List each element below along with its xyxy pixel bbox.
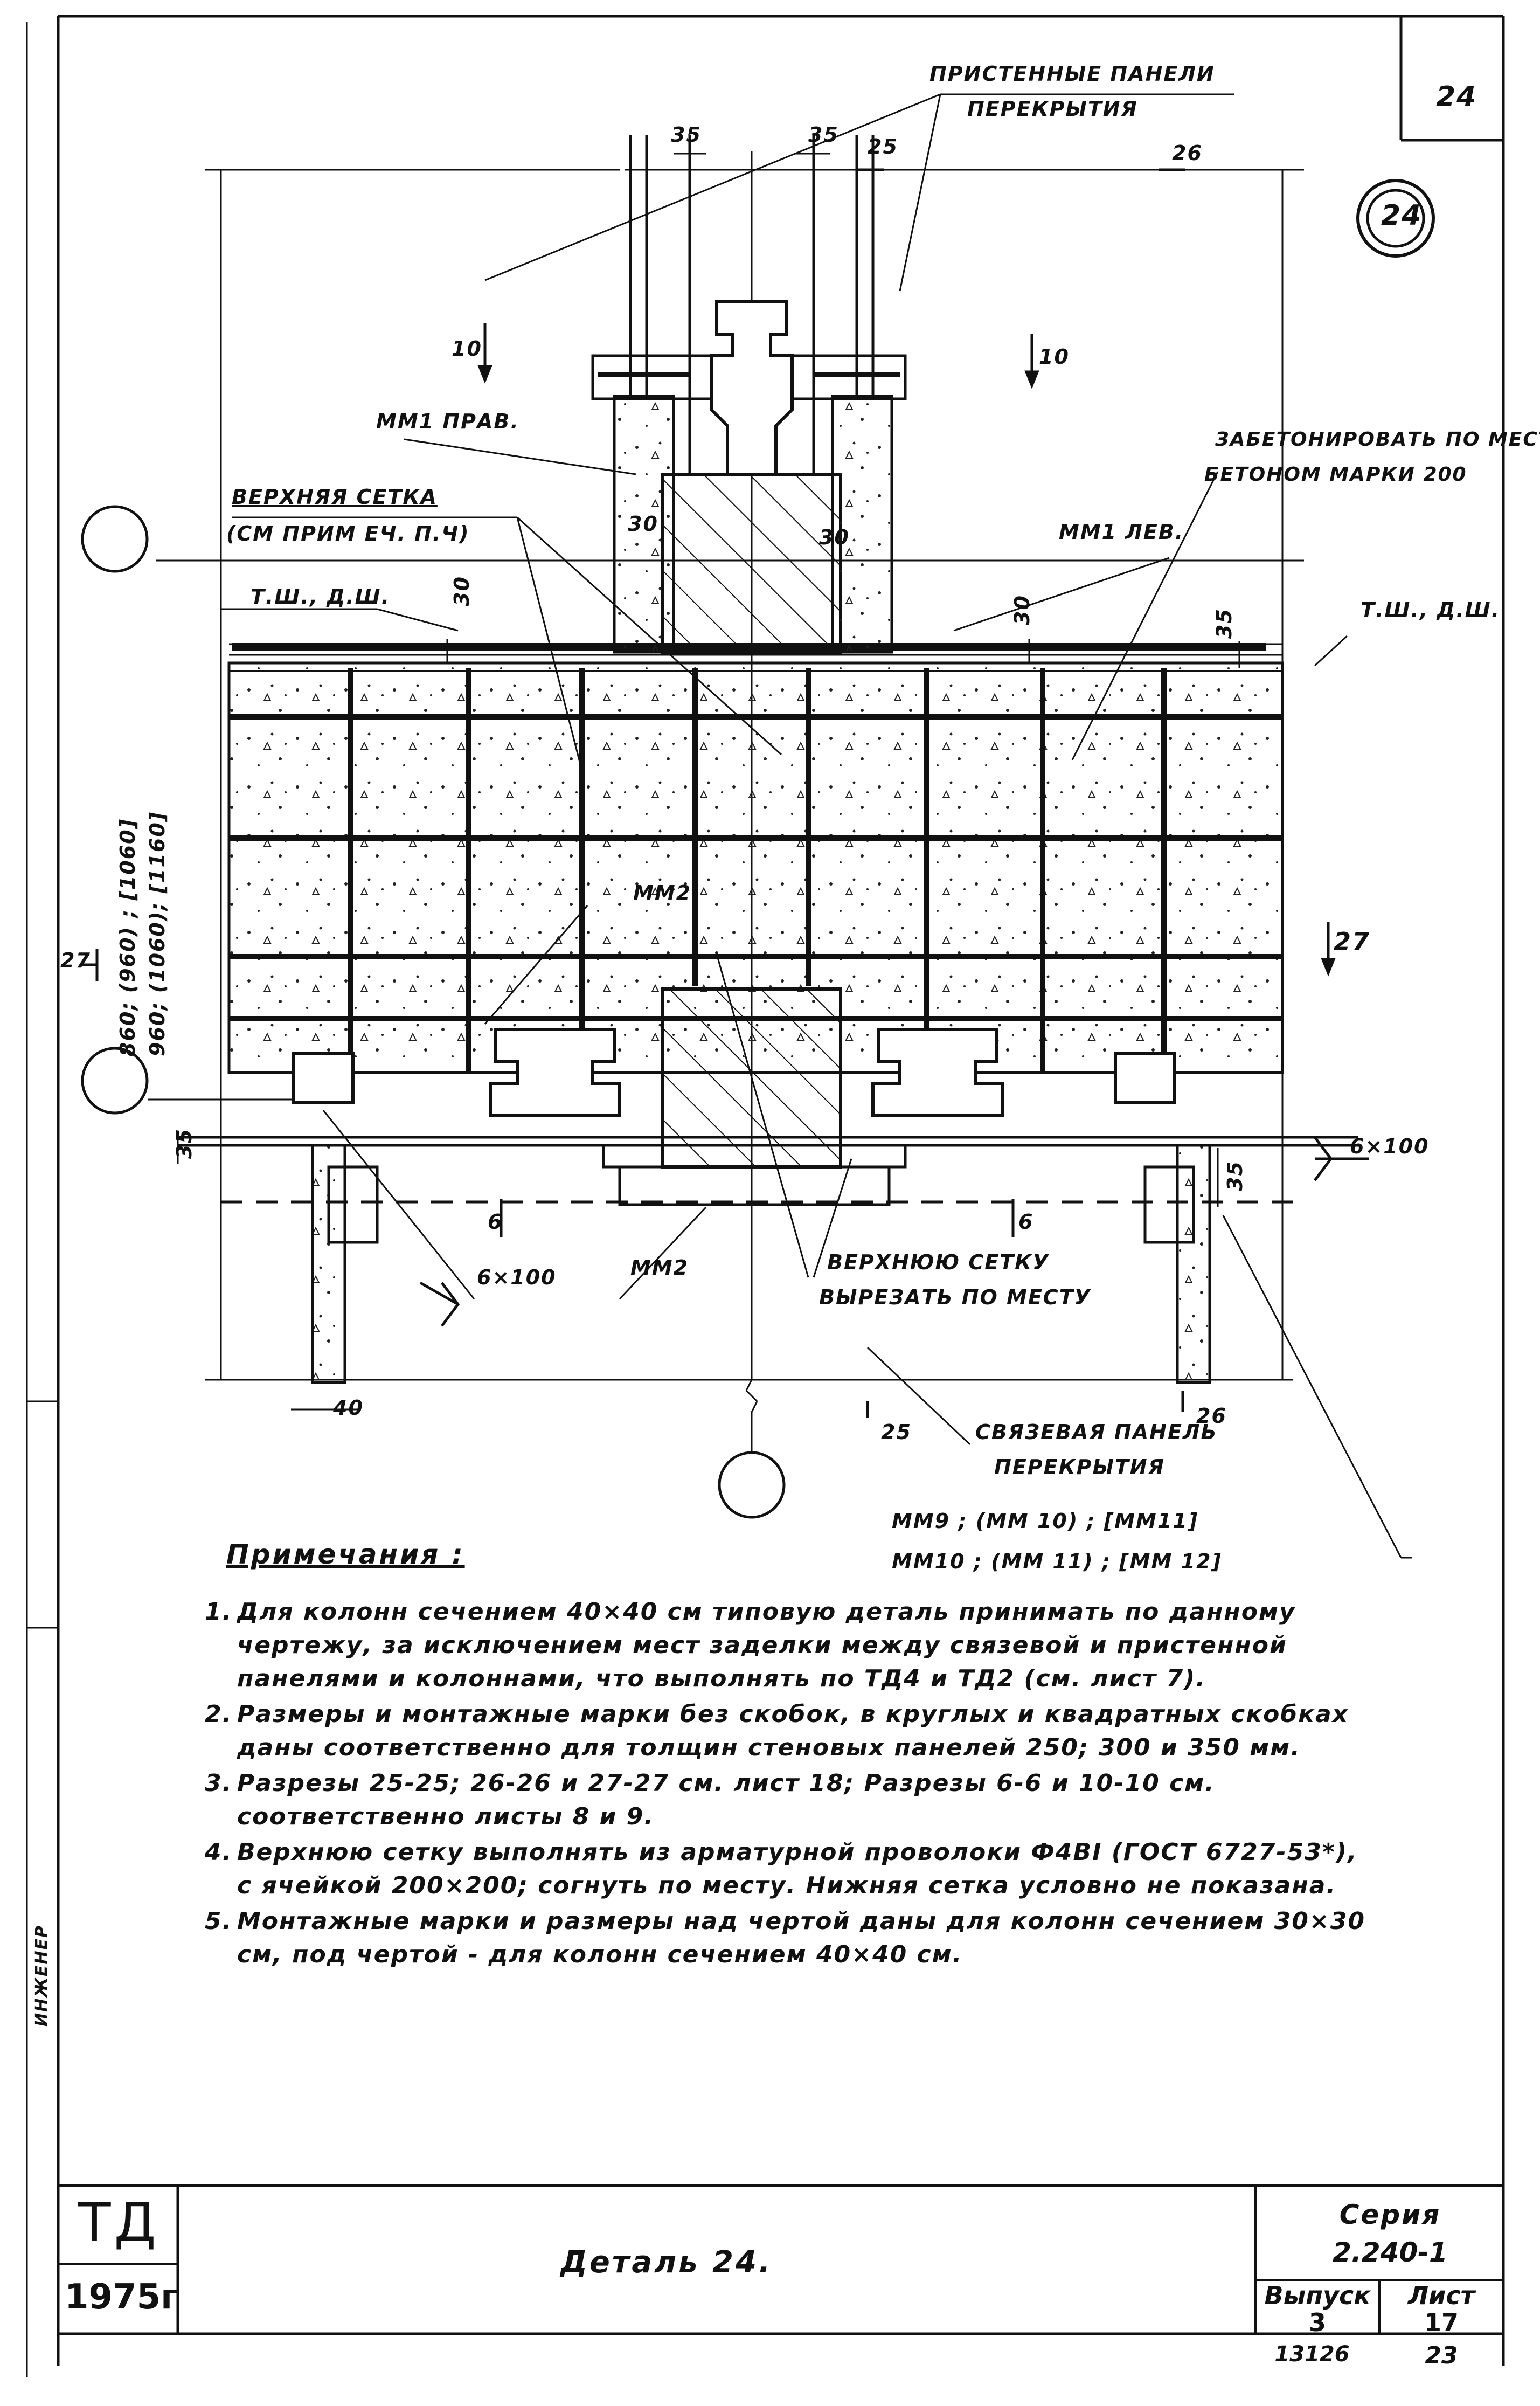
note-number: 2.: [205, 1700, 233, 1728]
issue-value: 3: [1308, 2308, 1326, 2337]
detail-number: 24: [1381, 199, 1423, 232]
dim-26-bottom: 26: [1196, 1404, 1227, 1428]
binding-hole: [81, 1047, 149, 1115]
mm-marks-label-2: ММ10 ; (ММ 11) ; [ММ 12]: [892, 1550, 1222, 1573]
dim-6x100-right: 6×100: [1350, 1135, 1430, 1158]
mm1-left-label: ММ1 ЛЕВ.: [1059, 520, 1184, 544]
note-number: 3.: [205, 1769, 233, 1797]
dim-10-right: 10: [1039, 345, 1070, 369]
dim-6x100-left: 6×100: [477, 1266, 557, 1289]
dim-26-top: 26: [1172, 141, 1203, 165]
upper-column: [661, 473, 842, 654]
note-text: Разрезы 25-25; 26-26 и 27-27 см. лист 18…: [237, 1769, 1215, 1830]
concrete-label-1: ЗАБЕТОНИРОВАТЬ ПО МЕСТУ: [1215, 428, 1540, 451]
section-markers: [81, 168, 1336, 1418]
notes-list: 1. Для колонн сечением 40×40 см типовую …: [205, 1595, 1369, 1974]
axis-circle: [718, 1451, 786, 1519]
dim-10-left: 10: [452, 337, 482, 361]
dim-30-c: 30: [819, 526, 850, 549]
note-item: 4. Верхнюю сетку выполнять из арматурной…: [205, 1836, 1369, 1903]
dim-30-d: 30: [1010, 594, 1034, 625]
series-value: 2.240-1: [1333, 2237, 1448, 2268]
cut-mesh-label-1: ВЕРХНЮЮ СЕТКУ: [827, 1250, 1050, 1274]
dim-25-top: 25: [868, 135, 898, 158]
note-text: Размеры и монтажные марки без скобок, в …: [237, 1700, 1349, 1761]
tsh-left-label: Т.Ш., Д.Ш.: [251, 585, 391, 609]
drawing-title: Деталь 24.: [560, 2245, 773, 2280]
cut-mesh-label-2: ВЫРЕЗАТЬ ПО МЕСТУ: [819, 1285, 1091, 1309]
notes-title: Примечания :: [226, 1539, 465, 1570]
issue-label: Выпуск: [1264, 2281, 1371, 2310]
binding-hole: [81, 505, 149, 573]
sheet-number: 24: [1436, 81, 1477, 113]
dim-27-left: 27: [60, 949, 91, 972]
series-label: Серия: [1339, 2199, 1441, 2230]
wall-panels-label-1: ПРИСТЕННЫЕ ПАНЕЛИ: [929, 62, 1215, 86]
inventory-number: 13126: [1274, 2342, 1350, 2367]
upper-mesh-label-1: ВЕРХНЯЯ СЕТКА: [232, 485, 438, 509]
dim-35-b: 35: [808, 123, 839, 147]
note-item: 5. Монтажные марки и размеры над чертой …: [205, 1905, 1369, 1972]
note-text: Верхнюю сетку выполнять из арматурной пр…: [237, 1838, 1358, 1899]
wall-panels-label-2: ПЕРЕКРЫТИЯ: [967, 97, 1138, 121]
note-item: 2. Размеры и монтажные марки без скобок,…: [205, 1698, 1369, 1765]
dimension-lines: [177, 153, 1240, 1411]
mm-marks-label-1: ММ9 ; (ММ 10) ; [ММ11]: [892, 1509, 1199, 1533]
sheet-value: 17: [1424, 2308, 1459, 2337]
page-number: 23: [1425, 2342, 1458, 2369]
vertical-dim-2: 960; (1060); [1160]: [145, 811, 169, 1056]
dim-35-left: 35: [172, 1128, 196, 1159]
mm1-right-label: ММ1 ПРАВ.: [376, 410, 519, 433]
upper-walls: [591, 135, 907, 654]
tsh-right-label: Т.Ш., Д.Ш.: [1361, 598, 1501, 622]
mm2-upper-label: ММ2: [633, 881, 692, 905]
weld-marks: [419, 1136, 1369, 1327]
tie-panel-label-1: СВЯЗЕВАЯ ПАНЕЛЬ: [975, 1420, 1218, 1444]
org-mark: ТД: [78, 2191, 159, 2254]
year: 1975г: [65, 2277, 179, 2317]
sheet-frame: [26, 15, 1505, 2377]
dim-6-right: 6: [1018, 1210, 1034, 1234]
rail-profiles-lower: [292, 1028, 1176, 1117]
sheet-label: Лист: [1407, 2281, 1475, 2310]
vertical-dim-1: 860; (960) ; [1060]: [116, 818, 140, 1056]
dim-6-left: 6: [488, 1210, 503, 1234]
note-number: 1.: [205, 1598, 233, 1626]
note-item: 3. Разрезы 25-25; 26-26 и 27-27 см. лист…: [205, 1767, 1369, 1834]
dim-35-right: 35: [1212, 608, 1236, 639]
dim-30-b: 30: [628, 512, 658, 536]
dim-40: 40: [333, 1396, 364, 1420]
rail-profile-upper: [710, 300, 794, 476]
concrete-label-2: БЕТОНОМ МАРКИ 200: [1204, 464, 1467, 486]
note-item: 1. Для колонн сечением 40×40 см типовую …: [205, 1595, 1369, 1696]
dim-27-right: 27: [1334, 927, 1371, 956]
upper-mesh-label-2: (СМ ПРИМ ЕЧ. П.Ч): [226, 522, 470, 545]
detail-number-circle: [1356, 179, 1435, 258]
dim-35-low: 35: [1223, 1160, 1247, 1191]
note-number: 4.: [205, 1838, 233, 1866]
side-label: ИНЖЕНЕР: [32, 1924, 51, 2027]
note-number: 5.: [205, 1907, 233, 1935]
note-text: Монтажные марки и размеры над чертой дан…: [237, 1907, 1365, 1968]
note-text: Для колонн сечением 40×40 см типовую дет…: [237, 1598, 1296, 1692]
dim-25-bottom: 25: [881, 1420, 912, 1444]
dim-30-a: 30: [450, 576, 474, 606]
leader-lines: [221, 93, 1412, 1559]
mm2-lower-label: ММ2: [630, 1256, 689, 1280]
dim-35-a: 35: [671, 123, 702, 147]
lower-wall-stubs: [311, 1144, 1211, 1384]
tie-panel-label-2: ПЕРЕКРЫТИЯ: [994, 1455, 1165, 1479]
